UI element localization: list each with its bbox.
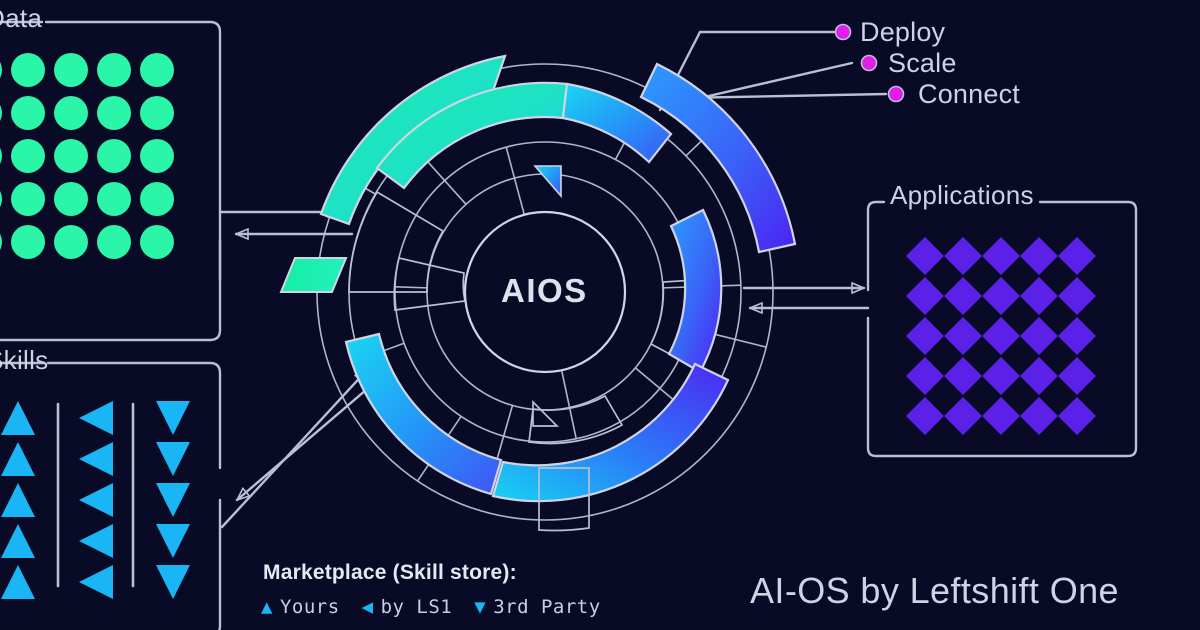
applications-glyph-diamond (1020, 277, 1058, 315)
skills-glyph-triangle-down (156, 483, 190, 517)
skills-glyph-triangle-up (1, 565, 35, 599)
skills-glyph-triangle-left (79, 565, 113, 599)
applications-glyph-diamond (1058, 397, 1096, 435)
applications-glyph-diamond (944, 397, 982, 435)
data-glyph-circle (54, 225, 88, 259)
legend-label-3rd-party: 3rd Party (493, 596, 601, 618)
legend-item-yours: ▲ Yours (261, 596, 340, 618)
applications-glyph-diamond (944, 237, 982, 275)
data-glyph-circle (0, 234, 2, 250)
applications-glyph-diamond (1020, 357, 1058, 395)
skills-glyph-triangle-left (79, 524, 113, 558)
legend-item-by-ls1: ◀ by LS1 (362, 596, 453, 618)
applications-glyph-diamond (1058, 317, 1096, 355)
applications-glyph-diamond (944, 277, 982, 315)
connector-hub-to-skills (237, 376, 382, 500)
applications-glyph-diamond (1058, 277, 1096, 315)
applications-glyph-diamond (982, 397, 1020, 435)
skills-glyph-triangle-up (1, 524, 35, 558)
data-glyph-circle (140, 96, 174, 130)
legend-label-yours: Yours (279, 596, 340, 618)
node-dot-connect (887, 85, 905, 103)
hub-plate-bottom (538, 467, 590, 532)
data-glyph-circle (54, 139, 88, 173)
data-glyph-circle (0, 62, 2, 78)
legend-row: ▲ Yours ◀ by LS1 ▼ 3rd Party (261, 596, 601, 618)
data-glyph-circle (140, 182, 174, 216)
skills-glyph-triangle-down (156, 565, 190, 599)
data-glyph-circle (140, 225, 174, 259)
applications-glyph-grid (906, 237, 1096, 435)
applications-glyph-diamond (1058, 357, 1096, 395)
legend-item-3rd-party: ▼ 3rd Party (474, 596, 600, 618)
data-glyph-circle (11, 182, 45, 216)
hub-arc-cyan-top-right (561, 82, 673, 164)
applications-glyph-diamond (944, 317, 982, 355)
data-glyph-circle (97, 53, 131, 87)
node-dot-scale (860, 54, 878, 72)
hub-label: AIOS (501, 272, 588, 309)
data-glyph-circle (97, 225, 131, 259)
skills-glyph-triangle-up (1, 483, 35, 517)
data-glyph-circle (54, 182, 88, 216)
skills-glyph-triangle-down (156, 524, 190, 558)
applications-glyph-diamond (982, 277, 1020, 315)
data-glyph-circle (11, 225, 45, 259)
data-glyph-circle (54, 96, 88, 130)
skills-glyph-triangle-down (156, 442, 190, 476)
data-glyph-circle (97, 139, 131, 173)
applications-glyph-diamond (1020, 397, 1058, 435)
skills-glyph-triangle-left (79, 483, 113, 517)
data-glyph-circle (140, 53, 174, 87)
hub-wedge-bottom (532, 399, 560, 427)
applications-glyph-diamond (982, 317, 1020, 355)
panel-frame-data (0, 20, 222, 342)
data-glyph-circle (0, 105, 2, 121)
data-glyph-circle (0, 191, 2, 207)
data-glyph-grid (0, 53, 174, 259)
skills-glyph-triangle-left (79, 442, 113, 476)
skills-dividers (56, 402, 135, 588)
panel-frame-skills (0, 361, 222, 630)
data-glyph-circle (0, 148, 2, 164)
panel-frame-applications (866, 200, 1138, 458)
applications-glyph-diamond (906, 397, 944, 435)
applications-glyph-diamond (982, 237, 1020, 275)
data-glyph-circle (11, 53, 45, 87)
hub-arc-cyan-lower-left (344, 332, 503, 496)
applications-glyph-diamond (944, 357, 982, 395)
node-dots (834, 23, 905, 103)
node-dot-deploy (834, 23, 852, 41)
applications-glyph-diamond (1020, 317, 1058, 355)
hub-arc-blue-outer (639, 62, 797, 254)
skills-glyph-triangle-up (1, 442, 35, 476)
applications-glyph-diamond (906, 357, 944, 395)
hub-arc-indigo-bottom (491, 362, 730, 503)
applications-glyph-diamond (906, 277, 944, 315)
data-glyph-circle (97, 96, 131, 130)
hub-wedge-top (533, 165, 562, 199)
legend-label-by-ls1: by LS1 (380, 596, 453, 618)
hub-chip-green (279, 257, 348, 293)
triangle-down-icon: ▼ (474, 595, 487, 618)
applications-glyph-diamond (906, 317, 944, 355)
skills-glyph-grid (1, 401, 190, 599)
data-glyph-circle (11, 139, 45, 173)
applications-glyph-diamond (982, 357, 1020, 395)
applications-glyph-diamond (1058, 237, 1096, 275)
hub-center-disc (463, 210, 627, 374)
aios-hub (316, 54, 797, 532)
data-glyph-circle (54, 53, 88, 87)
skills-glyph-triangle-left (79, 401, 113, 435)
data-glyph-circle (11, 96, 45, 130)
data-glyph-circle (140, 139, 174, 173)
skills-glyph-triangle-down (156, 401, 190, 435)
skills-glyph-triangle-up (1, 401, 35, 435)
triangle-up-icon: ▲ (261, 595, 273, 618)
triangle-left-icon: ◀ (361, 595, 374, 618)
data-glyph-circle (97, 182, 131, 216)
applications-glyph-diamond (1020, 237, 1058, 275)
applications-glyph-diamond (906, 237, 944, 275)
